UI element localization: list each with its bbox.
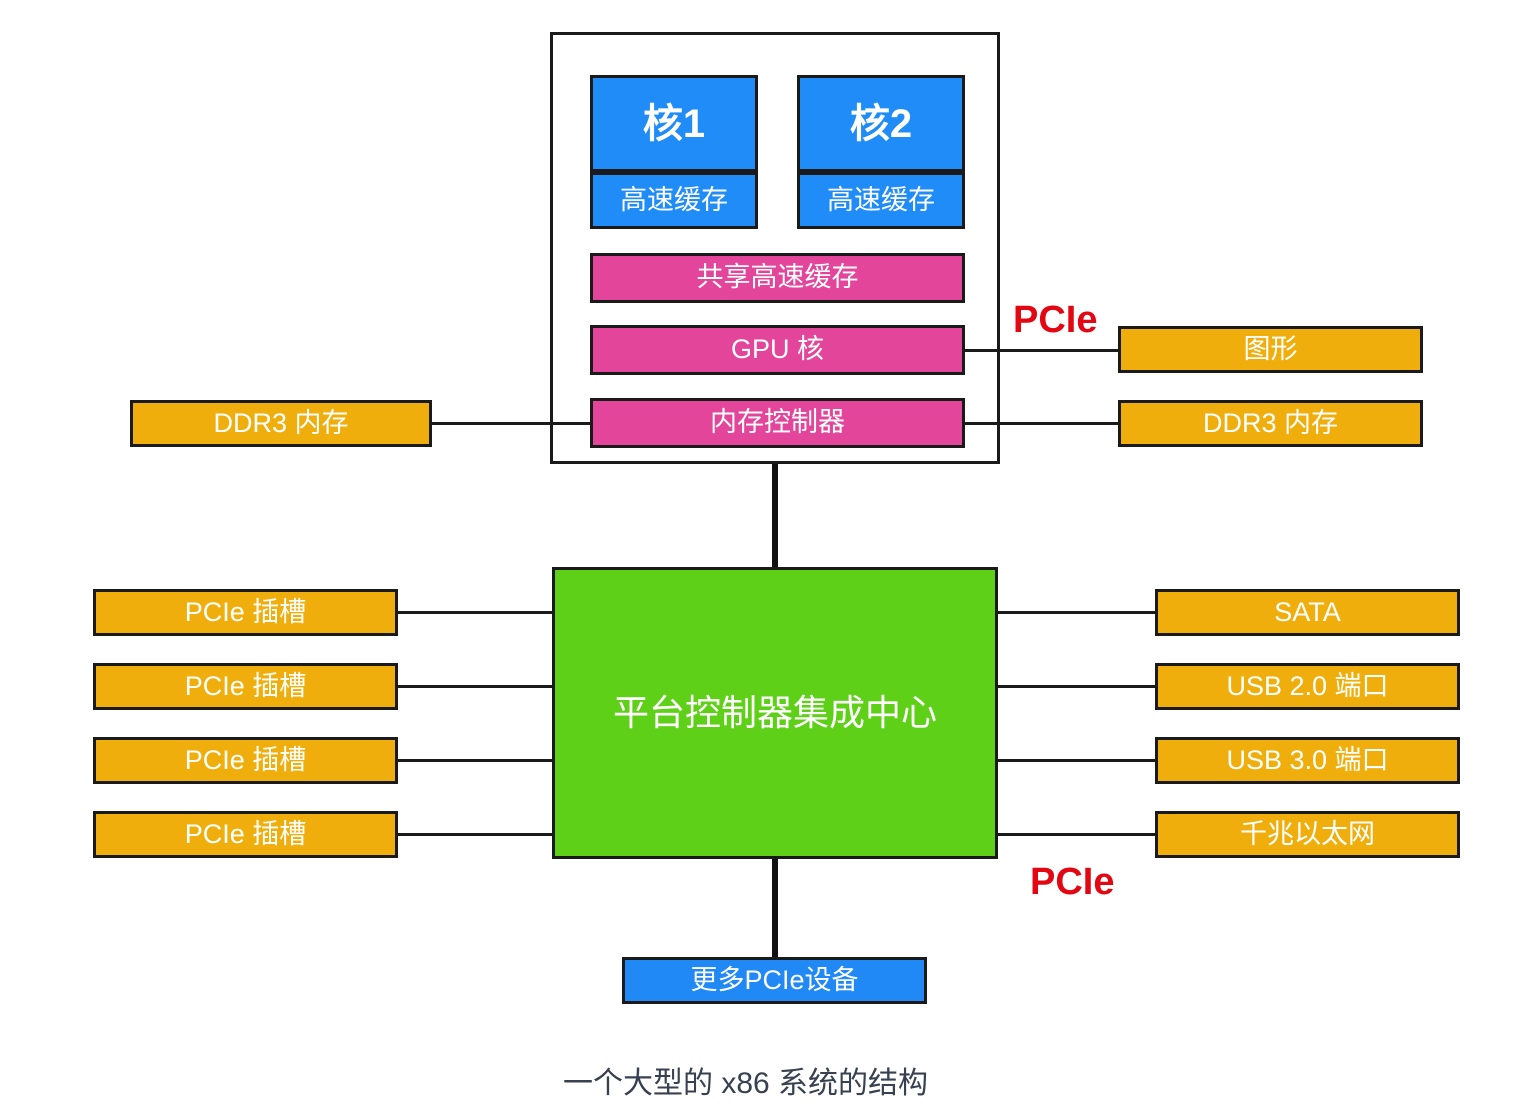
core-1-block: 核1 <box>590 75 758 172</box>
usb3-block: USB 3.0 端口 <box>1155 737 1460 784</box>
connector-hub-to-more-devices <box>772 859 778 957</box>
pcie-slot-4-label: PCIe 插槽 <box>184 818 307 849</box>
graphics-block: 图形 <box>1118 326 1423 373</box>
core-1-label: 核1 <box>642 101 706 146</box>
connector-slot-2-to-hub <box>398 685 554 688</box>
ddr3-memory-right-label: DDR3 内存 <box>1202 407 1338 438</box>
pcie-slot-2: PCIe 插槽 <box>93 663 398 710</box>
connector-hub-to-sata <box>997 611 1155 614</box>
pcie-slot-1: PCIe 插槽 <box>93 589 398 636</box>
core-2-label: 核2 <box>849 101 913 146</box>
pcie-slot-1-label: PCIe 插槽 <box>184 596 307 627</box>
core-2-cache-block: 高速缓存 <box>797 172 965 229</box>
platform-controller-hub-label: 平台控制器集成中心 <box>612 692 937 734</box>
more-pcie-devices-block: 更多PCIe设备 <box>622 957 927 1004</box>
ddr3-memory-left: DDR3 内存 <box>130 400 432 447</box>
diagram-caption: 一个大型的 x86 系统的结构 <box>563 1067 929 1100</box>
core-1-cache-label: 高速缓存 <box>620 184 728 215</box>
connector-cpu-to-hub <box>772 464 778 569</box>
core-2-cache-label: 高速缓存 <box>827 184 935 215</box>
connector-slot-4-to-hub <box>398 833 554 836</box>
connector-ddr3-left-to-mc <box>430 422 592 425</box>
sata-label: SATA <box>1274 596 1341 627</box>
connector-slot-1-to-hub <box>398 611 554 614</box>
sata-block: SATA <box>1155 589 1460 636</box>
connector-gpu-to-graphics <box>965 349 1121 352</box>
shared-cache-label: 共享高速缓存 <box>696 262 859 293</box>
ddr3-memory-left-label: DDR3 内存 <box>213 407 349 438</box>
pcie-label-top: PCIe <box>1013 299 1098 341</box>
more-pcie-devices-label: 更多PCIe设备 <box>690 964 859 995</box>
pcie-slot-2-label: PCIe 插槽 <box>184 670 307 701</box>
core-2-block: 核2 <box>797 75 965 172</box>
memory-controller-block: 内存控制器 <box>590 398 965 448</box>
pcie-slot-3-label: PCIe 插槽 <box>184 744 307 775</box>
platform-controller-hub: 平台控制器集成中心 <box>552 567 998 859</box>
pcie-slot-4: PCIe 插槽 <box>93 811 398 858</box>
memory-controller-label: 内存控制器 <box>710 407 845 438</box>
connector-hub-to-usb3 <box>997 759 1155 762</box>
usb3-label: USB 3.0 端口 <box>1226 744 1389 775</box>
shared-cache-block: 共享高速缓存 <box>590 253 965 303</box>
cpu-package-frame <box>550 32 1000 464</box>
ddr3-memory-right: DDR3 内存 <box>1118 400 1423 447</box>
pcie-slot-3: PCIe 插槽 <box>93 737 398 784</box>
connector-hub-to-ethernet <box>997 833 1155 836</box>
pcie-label-bottom: PCIe <box>1030 861 1115 903</box>
usb2-label: USB 2.0 端口 <box>1226 670 1389 701</box>
connector-hub-to-usb2 <box>997 685 1155 688</box>
connector-mc-to-ddr3-right <box>965 422 1121 425</box>
gpu-core-block: GPU 核 <box>590 325 965 375</box>
gigabit-ethernet-label: 千兆以太网 <box>1240 818 1375 849</box>
gigabit-ethernet-block: 千兆以太网 <box>1155 811 1460 858</box>
connector-slot-3-to-hub <box>398 759 554 762</box>
graphics-label: 图形 <box>1243 333 1298 364</box>
gpu-core-label: GPU 核 <box>730 334 824 365</box>
core-1-cache-block: 高速缓存 <box>590 172 758 229</box>
usb2-block: USB 2.0 端口 <box>1155 663 1460 710</box>
